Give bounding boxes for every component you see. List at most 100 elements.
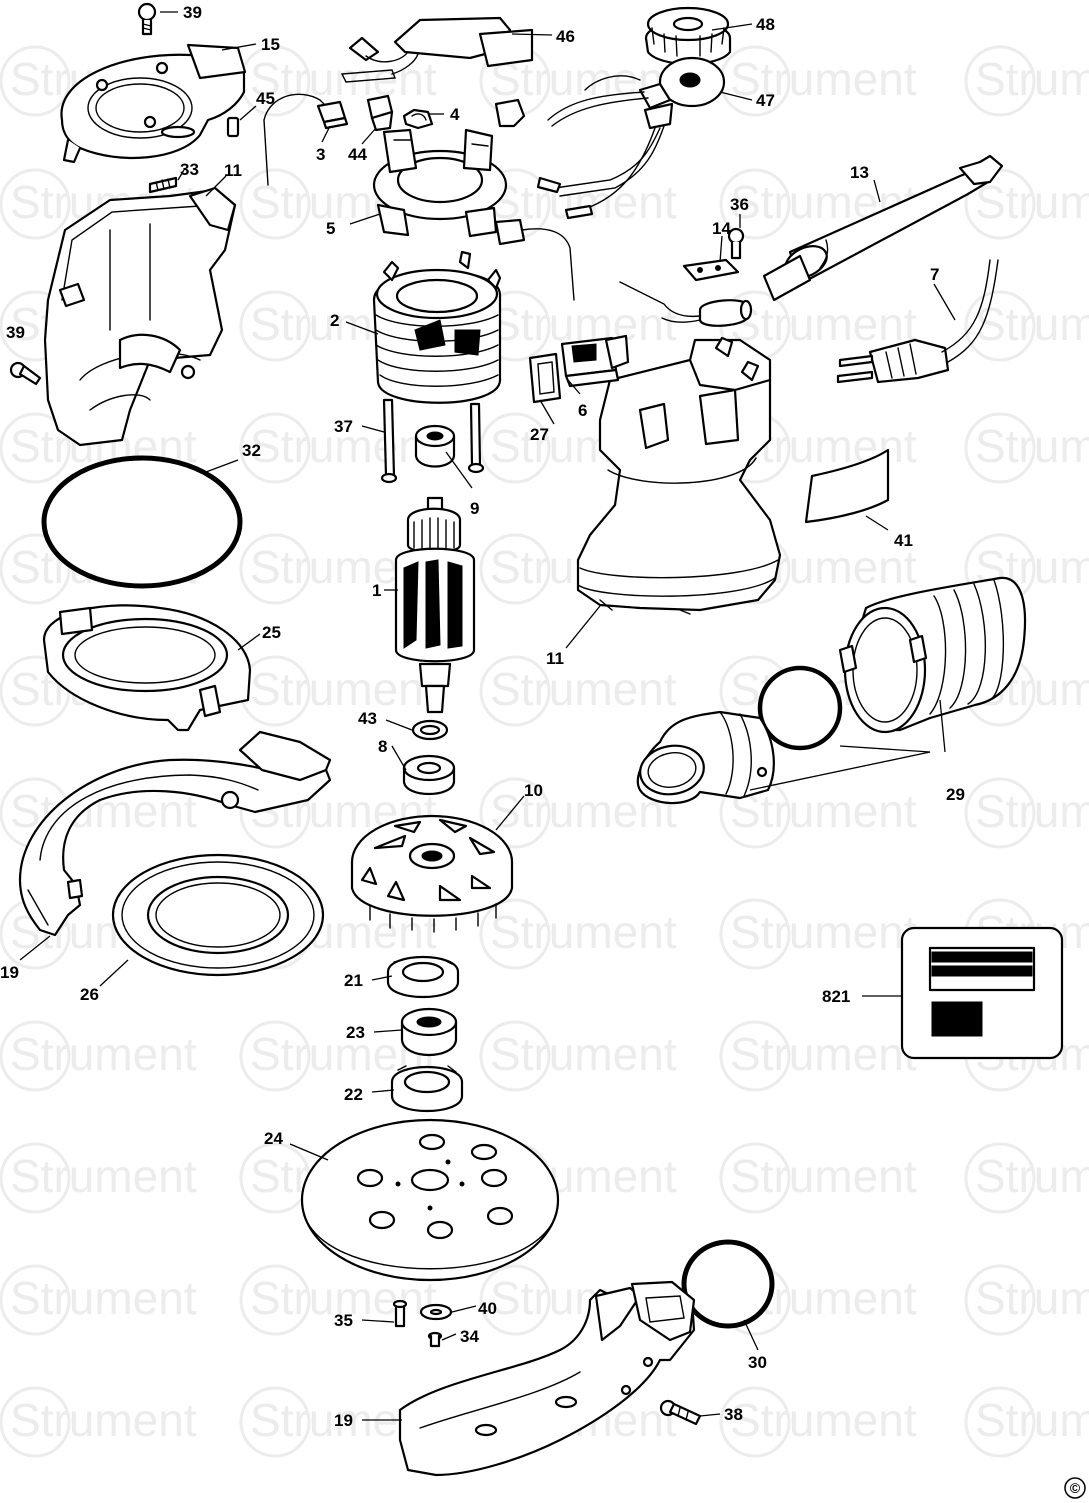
callout-labels: 39 15 46 48 45 4 47 3 44 33 11 13 5 36 1… [0, 3, 965, 1430]
part-7-power-cord [836, 259, 999, 384]
callout-2: 2 [330, 311, 339, 330]
watermark-logo-ring [0, 533, 71, 605]
watermark-text: Strument [975, 53, 1089, 105]
part-33-screw [148, 176, 178, 194]
part-brush-clip-right [494, 98, 526, 128]
watermark-logo-ring [479, 1020, 551, 1092]
watermark-logo-ring [239, 290, 311, 362]
copyright-symbol: © [1070, 1480, 1081, 1496]
watermark-logo-ring [239, 533, 311, 605]
part-8-bearing [402, 754, 456, 795]
part-capacitor-wires [619, 281, 753, 327]
part-34-screw [427, 1331, 443, 1348]
callout-40: 40 [478, 1299, 497, 1318]
watermark-text: Strument [490, 663, 677, 715]
callout-10: 10 [524, 781, 543, 800]
callout-27: 27 [530, 425, 549, 444]
watermark-logo-ring [0, 45, 71, 117]
callout-5: 5 [326, 219, 335, 238]
callout-24: 24 [264, 1129, 283, 1148]
watermark-logo-ring [964, 1142, 1036, 1214]
watermark-logo-ring [719, 1386, 791, 1458]
watermark-text: Strument [250, 1272, 437, 1324]
callout-15: 15 [261, 35, 280, 54]
callout-32: 32 [242, 441, 261, 460]
watermark-text: Strument [490, 1028, 677, 1080]
callout-7: 7 [930, 265, 939, 284]
part-26-backing-ring [111, 853, 325, 977]
callout-39: 39 [183, 3, 202, 22]
callout-22: 22 [344, 1085, 363, 1104]
part-39-screw-left [9, 361, 42, 386]
part-48-speed-dial [644, 6, 732, 66]
callout-45: 45 [256, 89, 275, 108]
watermark-logo-ring [964, 290, 1036, 362]
watermark-text: Strument [975, 176, 1089, 228]
watermark-logo-ring [0, 1386, 71, 1458]
watermark-logo-ring [239, 412, 311, 484]
watermark-text: Strument [975, 785, 1089, 837]
callout-36: 36 [730, 195, 749, 214]
part-46-electronic-module [340, 16, 534, 83]
part-39-screw-top [137, 2, 157, 36]
parts-layer [9, 2, 1064, 1477]
watermark-text: Strument [975, 1394, 1089, 1446]
watermark-logo-ring [479, 898, 551, 970]
callout-23: 23 [346, 1023, 365, 1042]
callout-25: 25 [262, 623, 281, 642]
callout-8: 8 [378, 737, 387, 756]
watermark-text: Strument [730, 906, 917, 958]
callout-19: 19 [0, 963, 19, 982]
watermark-logo-ring [0, 1264, 71, 1336]
copyright-mark: © [1064, 1477, 1086, 1499]
part-9-bearing [414, 424, 456, 468]
part-47-potentiometer [536, 56, 726, 220]
callout-821: 821 [822, 987, 850, 1006]
part-5-brush-holder [372, 128, 508, 238]
part-19-dust-skirt-lower [398, 1280, 696, 1477]
watermark-logo-ring [964, 1386, 1036, 1458]
part-10-fan [350, 814, 514, 933]
part-41-label [804, 448, 890, 524]
watermark-logo-ring [719, 1142, 791, 1214]
watermark-logo-ring [479, 1264, 551, 1336]
watermark-text: Strument [10, 1150, 197, 1202]
callout-44: 44 [348, 145, 367, 164]
callout-19-lower: 19 [334, 1411, 353, 1430]
part-30-o-ring [681, 1239, 775, 1329]
watermark-logo-ring [964, 777, 1036, 849]
callout-47: 47 [756, 91, 775, 110]
watermark-logo-ring [239, 1264, 311, 1336]
watermark-text: Strument [10, 1272, 197, 1324]
part-4-spring [402, 108, 434, 130]
part-821-rating-label [900, 926, 1064, 1060]
watermark-logo-ring [964, 1264, 1036, 1336]
callout-37: 37 [334, 417, 353, 436]
watermark-logo-ring [0, 1142, 71, 1214]
watermark-text: Strument [250, 420, 437, 472]
callout-41: 41 [894, 531, 913, 550]
callout-3: 3 [316, 145, 325, 164]
part-27-switch-cover [528, 352, 562, 404]
callout-30: 30 [748, 1353, 767, 1372]
callout-26: 26 [80, 985, 99, 1004]
watermark-text: Strument [730, 1394, 917, 1446]
part-3-carbon-brush [263, 93, 349, 186]
watermark-text: Strument [730, 298, 917, 350]
watermark-logo-ring [479, 655, 551, 727]
watermark-text: Strument [490, 906, 677, 958]
part-15-top-cover [60, 43, 247, 164]
part-25-skirt-ring [42, 604, 252, 732]
watermark-text: Strument [730, 1028, 917, 1080]
part-22-bearing-retainer [390, 1065, 464, 1112]
watermark-logo-ring [964, 412, 1036, 484]
part-11-motor-housing-left [43, 186, 237, 447]
callout-43: 43 [358, 709, 377, 728]
part-44-brush-clip [366, 94, 394, 132]
callout-11: 11 [224, 161, 242, 180]
callout-1: 1 [372, 581, 381, 600]
watermark-text: Strument [490, 176, 677, 228]
watermark-text: Strument [975, 420, 1089, 472]
part-40-washer [419, 1303, 453, 1321]
